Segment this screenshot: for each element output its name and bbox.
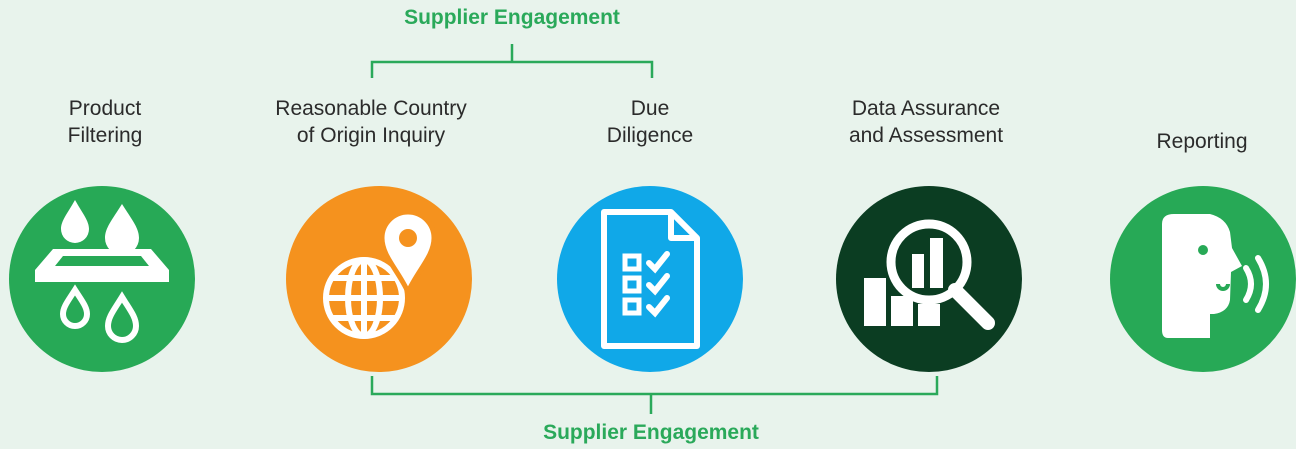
step-circle-product-filtering: [9, 186, 195, 372]
magnifier-chart-icon: [836, 186, 1022, 372]
water-filter-icon: [9, 186, 195, 372]
step-label-reporting: Reporting: [1156, 130, 1248, 153]
supplier-engagement-bottom-label: Supplier Engagement: [543, 421, 759, 444]
checklist-document-icon: [557, 186, 743, 372]
speaking-head-icon: [1110, 186, 1296, 372]
step-circle-country-of-origin: [286, 186, 472, 372]
top-bracket: [370, 44, 654, 78]
supplier-engagement-top-label: Supplier Engagement: [404, 6, 620, 29]
step-circle-due-diligence: [557, 186, 743, 372]
bottom-bracket: [370, 376, 939, 414]
globe-location-icon: [286, 186, 472, 372]
step-circle-data-assurance: [836, 186, 1022, 372]
step-circle-reporting: [1110, 186, 1296, 372]
